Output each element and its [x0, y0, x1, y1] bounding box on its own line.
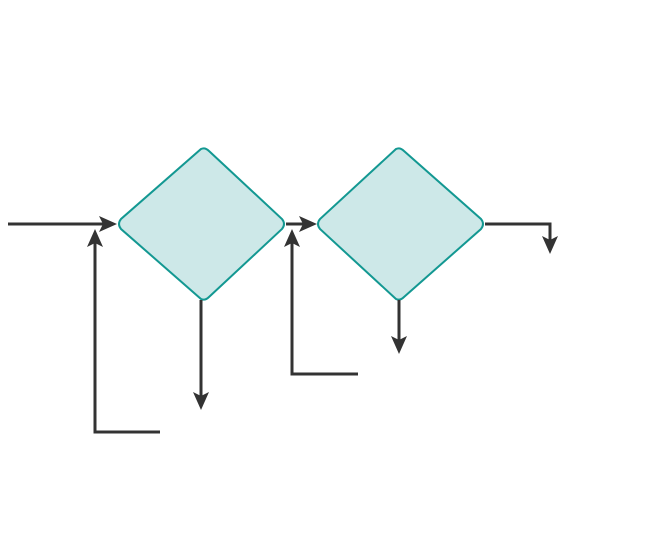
edge-decision-1-to-decision-2 [286, 216, 317, 232]
loop-back-1-line [93, 236, 160, 434]
edge-entry [8, 216, 117, 232]
decision-diamond-1 [118, 147, 285, 301]
decision-2-exit-line [485, 222, 552, 246]
edge-loop-back-2 [284, 229, 358, 376]
decision-2-down-arrowhead [391, 336, 407, 354]
edge-decision-2-down [391, 300, 407, 354]
loop-back-1-arrowhead [87, 229, 103, 247]
decision-1-to-decision-2-arrowhead [299, 216, 317, 232]
decision-diamond-2 [317, 147, 484, 301]
decision-2-exit-arrowhead [542, 236, 558, 254]
decision-1-down-arrowhead [193, 392, 209, 410]
edge-loop-back-1 [87, 229, 160, 434]
edge-decision-1-down [193, 300, 209, 410]
edge-decision-2-exit [485, 222, 558, 254]
loop-back-2-line [290, 236, 358, 376]
entry-arrowhead [99, 216, 117, 232]
loop-back-2-arrowhead [284, 229, 300, 247]
